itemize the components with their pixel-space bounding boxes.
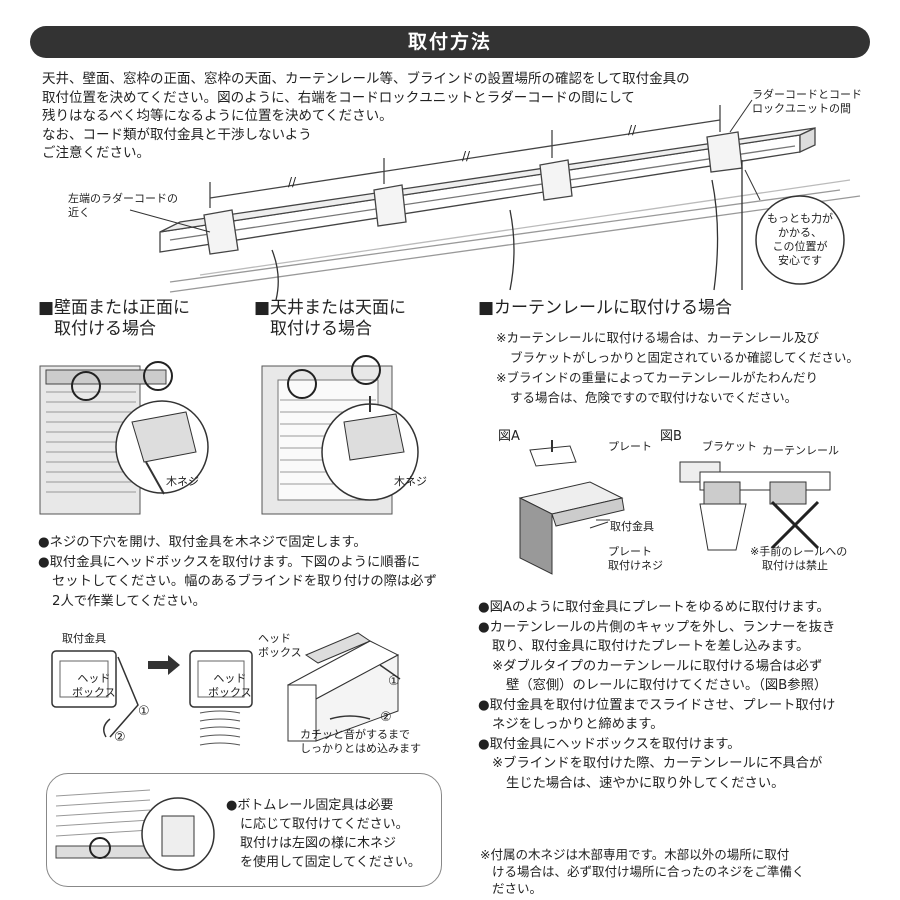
intro-line: 天井、壁面、窓枠の正面、窓枠の天面、カーテンレール等、ブラインドの設置場所の確認…: [42, 71, 690, 87]
footnote-line: ける場合は、必ず取付け場所に合ったのネジをご準備く: [492, 864, 805, 879]
step-number-1: ①: [138, 704, 150, 719]
prohibit-label: ※手前のレールへの 取付けは禁止: [750, 545, 847, 573]
fig-a-label: 図A: [498, 429, 520, 444]
left-end-label-line: 近く: [68, 206, 90, 219]
rail-step-line: ●取付金具にヘッドボックスを取付けます。: [478, 736, 741, 752]
fig-b-label: 図B: [660, 429, 682, 444]
rail-note-line: ※カーテンレールに取付ける場合は、カーテンレール及び: [496, 330, 819, 345]
rail-note-line: する場合は、危険ですので取付けないでください。: [510, 390, 798, 405]
plate-screw-label-line: 取付けネジ: [608, 559, 663, 572]
circle-callout-line: もっとも力が: [767, 212, 833, 225]
plate-label: プレート: [608, 440, 652, 453]
click-instruction-line: カチッと音がするまで: [300, 728, 410, 741]
rail-note-line: ブラケットがしっかりと固定されているか確認してください。: [510, 350, 859, 365]
headbox-label-line: ボックス: [258, 646, 302, 659]
step-number-2: ②: [114, 730, 126, 745]
bottom-rail-line: 取付けは左図の様に木ネジ: [240, 836, 397, 851]
step-number-2b: ②: [380, 710, 392, 725]
ceiling-section-title: ■天井または天面に 取付ける場合: [254, 298, 406, 340]
left-steps: ●ネジの下穴を開け、取付金具を木ネジで固定します。 ●取付金具にヘッドボックスを…: [38, 533, 437, 611]
headbox-label-line: ヘッド: [213, 672, 247, 685]
svg-text://: //: [288, 175, 297, 189]
ceiling-mount-illustration: [261, 355, 419, 515]
svg-text://: //: [462, 149, 471, 163]
step-headbox-label-2: ヘッド ボックス: [208, 672, 252, 700]
rail-steps: ●図Aのように取付金具にプレートをゆるめに取付けます。 ●カーテンレールの片側の…: [478, 598, 835, 793]
curtain-rail-label: カーテンレール: [762, 444, 839, 457]
section-title-line: 取付ける場合: [270, 319, 372, 339]
step-line: ●取付金具にヘッドボックスを取付けます。下図のように順番に: [38, 554, 421, 570]
bottom-rail-line: を使用して固定してください。: [240, 855, 421, 870]
rail-step-line: ●カーテンレールの片側のキャップを外し、ランナーを抜き: [478, 619, 836, 635]
headbox-label-line: ボックス: [72, 686, 116, 699]
bracket-label: ブラケット: [702, 440, 757, 453]
step-headbox-label-1: ヘッド ボックス: [72, 672, 116, 700]
rail-step-line: 取り、取付金具に取付けたプレートを差し込みます。: [492, 639, 810, 654]
step-line: セットしてください。幅のあるブラインドを取り付けの際は必ず: [52, 574, 437, 589]
headbox-label-line: ヘッド: [258, 632, 291, 645]
step-line: 2人で作業してください。: [52, 593, 206, 609]
footnote-line: ※付属の木ネジは木部専用です。木部以外の場所に取付: [480, 847, 790, 862]
right-end-label: ラダーコードとコード ロックユニットの間: [752, 88, 862, 116]
plate-screw-label: プレート 取付けネジ: [608, 545, 663, 573]
step-headbox-label-3: ヘッド ボックス: [258, 632, 302, 660]
step-number-1b: ①: [388, 674, 400, 689]
rail-section-title: ■カーテンレールに取付ける場合: [478, 298, 733, 318]
click-instruction: カチッと音がするまで しっかりとはめ込みます: [300, 728, 421, 756]
circle-callout-text: もっとも力が かかる、 この位置が 安心です: [762, 212, 838, 268]
rail-step-line: ネジをしっかりと締めます。: [492, 717, 664, 732]
bottom-rail-line: ●ボトムレール固定具は必要: [226, 798, 394, 813]
bottom-rail-note: ●ボトムレール固定具は必要 に応じて取付けてください。 取付けは左図の様に木ネジ…: [226, 796, 421, 872]
page-title: 取付方法: [30, 26, 870, 58]
left-end-label: 左端のラダーコードの 近く: [68, 192, 178, 220]
bottom-rail-fixture-illustration: [55, 789, 215, 871]
click-instruction-line: しっかりとはめ込みます: [300, 742, 421, 755]
rail-step-line: ●取付金具を取付け位置までスライドさせ、プレート取付け: [478, 697, 836, 713]
plate-screw-label-line: プレート: [608, 545, 652, 558]
rail-step-line: ●図Aのように取付金具にプレートをゆるめに取付けます。: [478, 600, 830, 615]
circle-callout-line: この位置が: [772, 240, 828, 253]
right-end-label-line: ラダーコードとコード: [752, 88, 862, 101]
footnote-line: ださい。: [492, 881, 543, 896]
intro-line: ご注意ください。: [42, 145, 150, 161]
wall-mount-illustration: [39, 361, 209, 515]
intro-line: 残りはなるべく均等になるように位置を決めてください。: [42, 108, 393, 124]
rail-step-line: ※ブラインドを取付けた際、カーテンレールに不具合が: [492, 756, 823, 771]
circle-callout-line: 安心です: [778, 254, 822, 267]
rail-figures-illustration: [518, 440, 831, 575]
headbox-attach-steps-illustration: [51, 632, 401, 746]
bottom-rail-line: に応じて取付けてください。: [240, 817, 409, 832]
left-end-label-line: 左端のラダーコードの: [68, 192, 178, 205]
circle-callout-line: かかる、: [778, 226, 822, 239]
intro-line: なお、コード類が取付金具と干渉しないよう: [42, 126, 312, 143]
prohibit-label-line: 取付けは禁止: [762, 559, 828, 572]
rail-step-line: 壁（窓側）のレールに取付けてください。（図B参照）: [506, 678, 828, 693]
headbox-overview-illustration: // // //: [129, 99, 861, 300]
fitting-label: 取付金具: [610, 520, 654, 533]
headbox-label-line: ボックス: [208, 686, 252, 699]
wall-section-title: ■壁面または正面に 取付ける場合: [38, 298, 190, 340]
wall-screw-label: 木ネジ: [166, 475, 199, 488]
headbox-label-line: ヘッド: [77, 672, 111, 685]
step-line: ●ネジの下穴を開け、取付金具を木ネジで固定します。: [38, 535, 367, 550]
rail-step-line: ※ダブルタイプのカーテンレールに取付ける場合は必ず: [492, 658, 823, 674]
bottom-rail-note-box: [46, 773, 442, 887]
rail-step-line: 生じた場合は、速やかに取り外してください。: [506, 775, 785, 791]
rail-notes: ※カーテンレールに取付ける場合は、カーテンレール及び ブラケットがしっかりと固定…: [496, 328, 859, 408]
intro-text: 天井、壁面、窓枠の正面、窓枠の天面、カーテンレール等、ブラインドの設置場所の確認…: [42, 70, 742, 163]
step-fitting-label: 取付金具: [62, 632, 106, 645]
section-title-line: 取付ける場合: [54, 319, 156, 339]
rail-note-line: ※ブラインドの重量によってカーテンレールがたわんだり: [496, 370, 818, 385]
footnote: ※付属の木ネジは木部専用です。木部以外の場所に取付 ける場合は、必ず取付け場所に…: [480, 846, 805, 897]
prohibit-label-line: ※手前のレールへの: [750, 545, 848, 558]
section-title-line: ■天井または天面に: [254, 298, 407, 318]
svg-text://: //: [628, 123, 637, 137]
right-end-label-line: ロックユニットの間: [752, 102, 851, 115]
section-title-line: ■壁面または正面に: [38, 298, 191, 318]
ceiling-screw-label: 木ネジ: [394, 475, 427, 488]
intro-line: 取付位置を決めてください。図のように、右端をコードロックユニットとラダーコードの…: [42, 89, 635, 106]
